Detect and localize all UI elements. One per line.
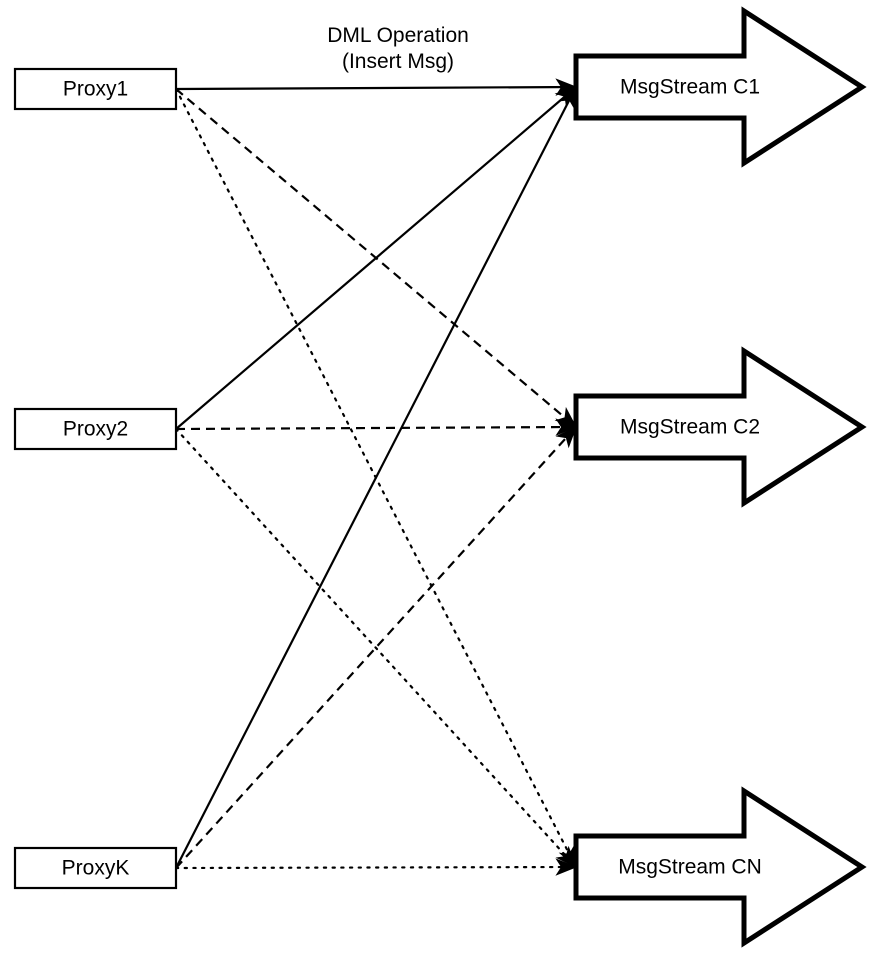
stream-arrow-shape-stream_c2[interactable]	[573, 346, 867, 508]
stream-label-stream_c2: MsgStream C2	[620, 416, 760, 439]
proxy-label-proxyk: ProxyK	[62, 857, 130, 880]
proxy-box-proxy2[interactable]	[13, 407, 178, 451]
stream-arrow-shape-stream_c1[interactable]	[573, 6, 867, 168]
stream-arrow-shape-stream_cn[interactable]	[573, 786, 867, 948]
edge-label-line1: DML Operation	[327, 24, 469, 47]
proxy-node-proxy1[interactable]: Proxy1	[13, 67, 178, 111]
edge-p1-c1	[175, 78, 578, 96]
proxy-box-proxyk[interactable]	[13, 846, 178, 890]
edge-p2-c2	[175, 418, 578, 436]
stream-node-stream_cn[interactable]: MsgStream CN	[573, 786, 867, 948]
edge-pk-cn	[174, 858, 578, 876]
proxy-label-proxy1: Proxy1	[63, 78, 128, 101]
edge-pk-c2	[175, 426, 577, 869]
stream-node-stream_c1[interactable]: MsgStream C1	[573, 6, 867, 168]
edges-layer	[174, 78, 578, 876]
stream-label-stream_cn: MsgStream CN	[618, 856, 762, 879]
edge-label-dml-operation: DML Operation (Insert Msg)	[327, 24, 469, 73]
proxy-node-proxyk[interactable]: ProxyK	[13, 846, 178, 890]
proxy-node-proxy2[interactable]: Proxy2	[13, 407, 178, 451]
edge-p2-cn	[174, 427, 578, 869]
proxy-label-proxy2: Proxy2	[63, 418, 128, 441]
edge-p2-c1	[175, 86, 578, 430]
stream-label-stream_c1: MsgStream C1	[620, 76, 760, 99]
proxy-box-proxy1[interactable]	[13, 67, 178, 111]
edge-label-line2: (Insert Msg)	[342, 50, 454, 73]
edge-pk-c1	[175, 85, 577, 869]
stream-node-stream_c2[interactable]: MsgStream C2	[573, 346, 867, 508]
